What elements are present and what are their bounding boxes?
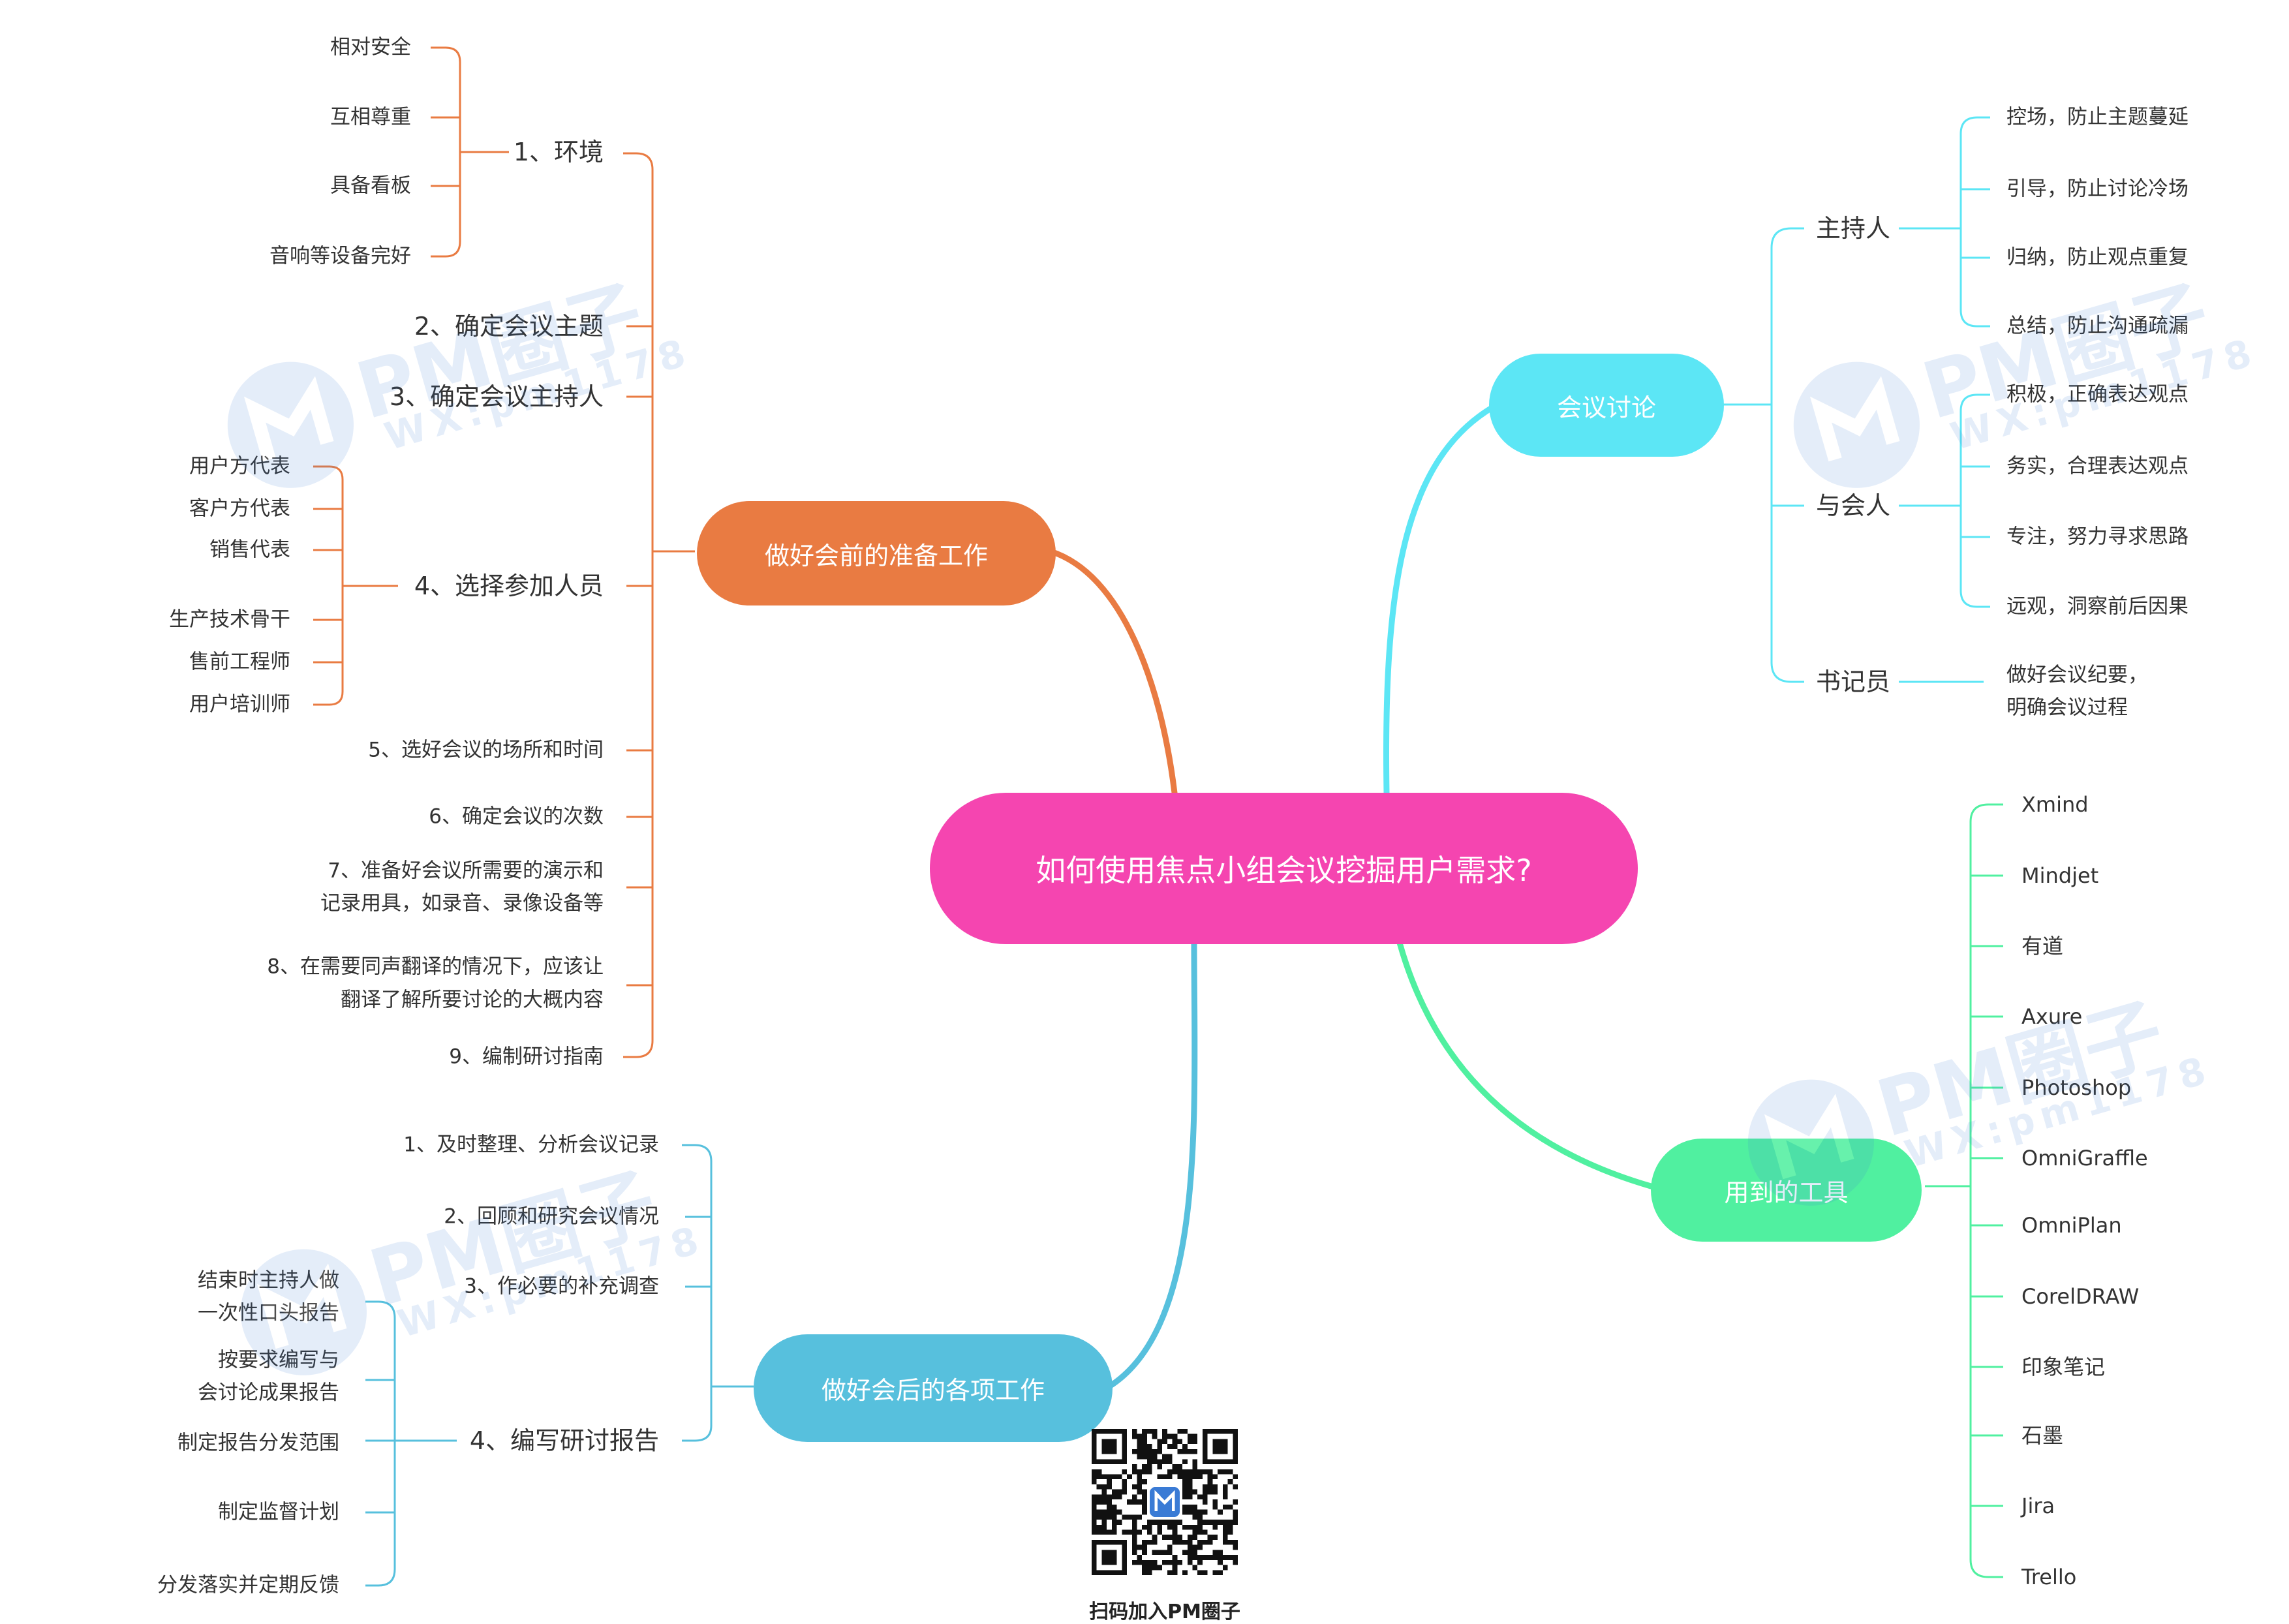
report-child-3[interactable]: 制定报告分发范围 (177, 1431, 339, 1455)
qr-caption: 扫码加入PM圈子 (1089, 1601, 1240, 1623)
prep-item-5[interactable]: 5、选好会议的场所和时间 (368, 738, 604, 762)
tool-item-9[interactable]: 印象笔记 (2021, 1355, 2106, 1379)
people-child-5[interactable]: 售前工程师 (189, 650, 290, 674)
post-item-4[interactable]: 4、编写研讨报告 (469, 1426, 659, 1455)
branch-post-label: 做好会后的各项工作 (821, 1376, 1045, 1405)
branch-tools[interactable]: 用到的工具 (1651, 1139, 1922, 1242)
report-child-1-line2[interactable]: 一次性口头报告 (198, 1301, 339, 1325)
post-item-2[interactable]: 2、回顾和研究会议情况 (444, 1204, 659, 1229)
prep-item-3[interactable]: 3、确定会议主持人 (389, 382, 604, 411)
root-node[interactable]: 如何使用焦点小组会议挖掘用户需求? (930, 793, 1638, 944)
tool-item-3[interactable]: 有道 (2021, 934, 2064, 958)
meet-item-attendee[interactable]: 与会人 (1816, 491, 1891, 520)
people-child-1[interactable]: 用户方代表 (189, 454, 290, 478)
meet-item-recorder[interactable]: 书记员 (1816, 667, 1891, 696)
tool-item-6[interactable]: OmniGraffle (2021, 1146, 2148, 1171)
branch-meet[interactable]: 会议讨论 (1489, 354, 1724, 457)
host-child-1[interactable]: 控场，防止主题蔓延 (2006, 105, 2189, 129)
env-child-3[interactable]: 具备看板 (330, 174, 411, 198)
root-title: 如何使用焦点小组会议挖掘用户需求? (1036, 853, 1532, 888)
prep-item-8-line1[interactable]: 8、在需要同声翻译的情况下，应该让 (267, 955, 604, 979)
recorder-child-line1[interactable]: 做好会议纪要， (2006, 663, 2148, 687)
prep-item-7-line2[interactable]: 记录用具，如录音、录像设备等 (320, 891, 604, 915)
tool-item-8[interactable]: CorelDRAW (2021, 1284, 2140, 1309)
report-child-5[interactable]: 分发落实并定期反馈 (157, 1573, 339, 1597)
prep-item-6[interactable]: 6、确定会议的次数 (429, 804, 604, 829)
branch-post[interactable]: 做好会后的各项工作 (754, 1334, 1113, 1442)
recorder-child-line2[interactable]: 明确会议过程 (2006, 696, 2128, 720)
people-child-3[interactable]: 销售代表 (209, 538, 290, 562)
host-child-2[interactable]: 引导，防止讨论冷场 (2006, 177, 2189, 201)
prep-item-8-line2[interactable]: 翻译了解所要讨论的大概内容 (341, 988, 604, 1012)
branch-prep[interactable]: 做好会前的准备工作 (697, 501, 1056, 605)
attendee-child-1[interactable]: 积极，正确表达观点 (2006, 382, 2189, 406)
host-child-4[interactable]: 总结，防止沟通疏漏 (2006, 314, 2189, 338)
prep-item-2[interactable]: 2、确定会议主题 (414, 312, 604, 341)
tool-item-4[interactable]: Axure (2021, 1004, 2083, 1029)
report-child-1-line1[interactable]: 结束时主持人做 (198, 1268, 339, 1293)
branch-meet-label: 会议讨论 (1556, 393, 1656, 422)
report-child-4[interactable]: 制定监督计划 (218, 1500, 339, 1524)
report-child-2-line2[interactable]: 会讨论成果报告 (198, 1381, 339, 1405)
tool-item-2[interactable]: Mindjet (2021, 863, 2099, 888)
report-child-2-line1[interactable]: 按要求编写与 (218, 1348, 339, 1372)
meet-item-host[interactable]: 主持人 (1816, 214, 1891, 243)
host-child-3[interactable]: 归纳，防止观点重复 (2006, 245, 2189, 269)
tool-item-10[interactable]: 石墨 (2021, 1423, 2064, 1448)
post-item-3[interactable]: 3、作必要的补充调查 (464, 1274, 659, 1298)
prep-item-9[interactable]: 9、编制研讨指南 (449, 1045, 604, 1069)
branch-prep-label: 做好会前的准备工作 (764, 541, 988, 570)
attendee-child-4[interactable]: 远观，洞察前后因果 (2006, 594, 2189, 619)
prep-item-1[interactable]: 1、环境 (513, 138, 604, 166)
env-child-4[interactable]: 音响等设备完好 (269, 244, 411, 268)
tool-item-11[interactable]: Jira (2021, 1494, 2055, 1518)
qr-code[interactable] (1092, 1429, 1238, 1575)
env-child-2[interactable]: 互相尊重 (330, 105, 411, 129)
people-child-6[interactable]: 用户培训师 (189, 692, 290, 716)
attendee-child-3[interactable]: 专注，努力寻求思路 (2006, 525, 2189, 549)
branch-tools-label: 用到的工具 (1724, 1178, 1849, 1207)
people-child-4[interactable]: 生产技术骨干 (169, 607, 290, 632)
tool-item-5[interactable]: Photoshop (2021, 1075, 2132, 1100)
env-child-1[interactable]: 相对安全 (330, 35, 411, 59)
people-child-2[interactable]: 客户方代表 (189, 497, 290, 521)
qr-code-icon (1092, 1429, 1238, 1575)
tool-item-12[interactable]: Trello (2021, 1565, 2077, 1589)
tool-item-7[interactable]: OmniPlan (2021, 1213, 2122, 1238)
prep-item-7-line1[interactable]: 7、准备好会议所需要的演示和 (328, 859, 604, 883)
post-item-1[interactable]: 1、及时整理、分析会议记录 (403, 1133, 659, 1157)
prep-item-4[interactable]: 4、选择参加人员 (414, 572, 604, 600)
tool-item-1[interactable]: Xmind (2021, 792, 2089, 817)
attendee-child-2[interactable]: 务实，合理表达观点 (2006, 454, 2189, 478)
